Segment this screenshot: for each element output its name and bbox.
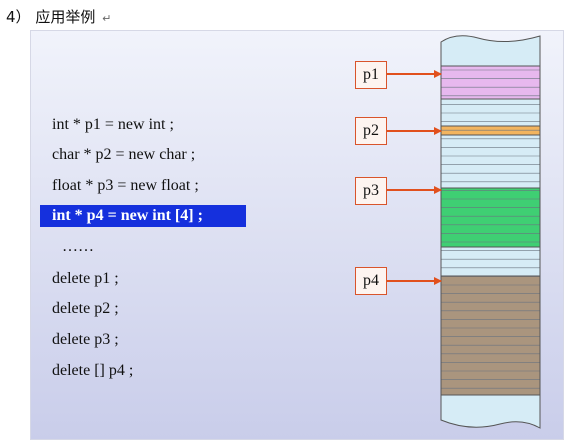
memory-free-c xyxy=(441,247,540,276)
return-mark: ↵ xyxy=(102,12,112,25)
memory-free-a xyxy=(441,99,540,126)
code-line-delete-p2: delete p2 ; xyxy=(52,300,119,317)
page-heading: 4） 应用举例 ↵ xyxy=(6,6,111,27)
memory-free-b xyxy=(441,135,540,188)
code-line-delete-p4: delete [] p4 ; xyxy=(52,362,134,379)
memory-grid-lines xyxy=(441,65,540,396)
pointer-label-p2: p2 xyxy=(355,117,387,145)
memory-block-p4 xyxy=(441,276,540,395)
pointer-label-p4: p4 xyxy=(355,267,387,295)
code-line-delete-p3: delete p3 ; xyxy=(52,331,119,348)
code-line-p4-alloc-highlighted: int * p4 = new int [4] ; xyxy=(40,205,246,227)
code-line-p3-alloc: float * p3 = new float ; xyxy=(52,177,199,194)
memory-column xyxy=(440,35,541,429)
memory-bottom-wave xyxy=(440,394,541,429)
pointer-label-p1: p1 xyxy=(355,61,387,89)
memory-top-wave xyxy=(440,35,541,67)
code-line-delete-p1: delete p1 ; xyxy=(52,270,119,287)
memory-block-p3 xyxy=(441,188,540,247)
heading-number: 4） xyxy=(6,8,31,26)
heading-title: 应用举例 xyxy=(35,8,96,26)
pointer-label-p3: p3 xyxy=(355,177,387,205)
code-line-ellipsis: …… xyxy=(62,238,94,255)
code-line-p1-alloc: int * p1 = new int ; xyxy=(52,116,174,133)
code-line-p2-alloc: char * p2 = new char ; xyxy=(52,146,196,163)
memory-block-p1 xyxy=(441,66,540,99)
